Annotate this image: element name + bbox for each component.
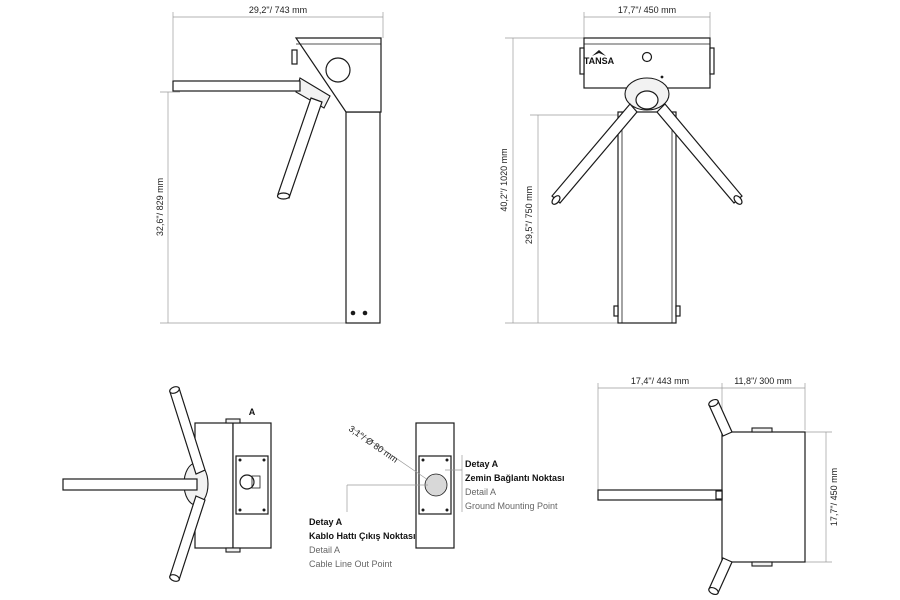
side-arm-angled-end bbox=[276, 192, 291, 200]
cable-hole-label: 3,1"/ Ø 80 mm bbox=[347, 423, 400, 464]
top-left-plate-bolt-3 bbox=[238, 508, 242, 512]
top-right-arm-horizontal bbox=[597, 489, 723, 501]
top-right-depth-label: 17,7"/ 450 mm bbox=[829, 468, 839, 526]
top-right-arm-collar bbox=[715, 490, 723, 500]
side-post-bolt-1 bbox=[350, 310, 356, 316]
side-arm-angled bbox=[277, 97, 323, 199]
side-head-lip bbox=[291, 49, 298, 65]
ground-tr: Zemin Bağlantı Noktası bbox=[465, 473, 565, 483]
ground-en: Ground Mounting Point bbox=[465, 501, 558, 511]
front-width-label: 17,7"/ 450 mm bbox=[618, 5, 676, 15]
ground-detail: Detail A bbox=[465, 487, 496, 497]
front-arm-right-end bbox=[733, 195, 743, 205]
ground-title: Detay A bbox=[465, 459, 499, 469]
cable-title: Detay A bbox=[309, 517, 343, 527]
top-view-right: 17,4"/ 443 mm 11,8"/ 300 mm 17,7"/ 450 m… bbox=[597, 376, 839, 596]
top-left-plate-bolt-2 bbox=[262, 458, 266, 462]
front-head-side-right bbox=[709, 47, 715, 75]
detail-bolt-3 bbox=[421, 508, 425, 512]
top-left-arm-down-end bbox=[169, 574, 180, 582]
front-post-height-label: 29,5"/ 750 mm bbox=[524, 186, 534, 244]
front-view: 17,7"/ 450 mm 40,2"/ 1020 mm 29,5"/ 750 … bbox=[499, 5, 743, 324]
front-hub-screw bbox=[660, 75, 664, 79]
top-left-lip-top bbox=[225, 418, 241, 424]
detail-a-view: 3,1"/ Ø 80 mm Detay A Zemin Bağlantı Nok… bbox=[309, 422, 565, 569]
front-arm-left-end bbox=[551, 195, 561, 205]
side-arm-horizontal bbox=[172, 80, 301, 92]
side-height-label: 32,6"/ 829 mm bbox=[155, 178, 165, 236]
top-left-arm-horizontal bbox=[62, 478, 198, 491]
brand-logo-text: TANSA bbox=[584, 56, 615, 66]
front-arm-right bbox=[656, 103, 743, 204]
side-view: 29,2"/ 743 mm 32,6"/ 829 mm bbox=[155, 5, 384, 324]
front-head-side-left bbox=[579, 47, 585, 75]
top-left-plate-bolt-1 bbox=[238, 458, 242, 462]
front-arm-left bbox=[551, 103, 638, 204]
front-key-lock bbox=[641, 51, 653, 63]
side-head-lamp bbox=[325, 57, 351, 83]
top-right-lip-bottom bbox=[751, 561, 773, 567]
top-left-plate-slot bbox=[251, 475, 261, 489]
top-left-plate-bolt-4 bbox=[262, 508, 266, 512]
cable-en: Cable Line Out Point bbox=[309, 559, 393, 569]
front-hub-inner bbox=[635, 90, 659, 110]
detail-bolt-2 bbox=[445, 458, 449, 462]
top-left-arm-up-end bbox=[169, 386, 180, 394]
top-left-plate-hole bbox=[239, 474, 255, 490]
brand-logo-icon bbox=[592, 50, 606, 56]
top-view-left: A bbox=[62, 386, 272, 582]
cable-detail: Detail A bbox=[309, 545, 340, 555]
cable-tr: Kablo Hattı Çıkış Noktası bbox=[309, 531, 416, 541]
top-right-arm-down-end bbox=[708, 586, 719, 596]
side-post-bolt-2 bbox=[362, 310, 368, 316]
front-post bbox=[617, 111, 677, 324]
detail-bolt-1 bbox=[421, 458, 425, 462]
top-right-lip-top bbox=[751, 427, 773, 433]
top-right-right-width-label: 11,8"/ 300 mm bbox=[734, 376, 792, 386]
detail-bolt-4 bbox=[445, 508, 449, 512]
top-right-left-width-label: 17,4"/ 443 mm bbox=[631, 376, 689, 386]
top-left-lip-bottom bbox=[225, 547, 241, 553]
cable-hole-leader bbox=[351, 427, 429, 481]
detail-cable-hole bbox=[424, 473, 448, 497]
top-right-housing bbox=[721, 431, 806, 563]
side-post bbox=[345, 111, 381, 324]
section-marker: A bbox=[249, 407, 256, 417]
front-post-foot-right bbox=[675, 305, 681, 317]
top-right-arm-up-end bbox=[708, 398, 719, 408]
side-width-label: 29,2"/ 743 mm bbox=[249, 5, 307, 15]
front-total-height-label: 40,2"/ 1020 mm bbox=[499, 148, 509, 211]
front-post-foot-left bbox=[613, 305, 619, 317]
